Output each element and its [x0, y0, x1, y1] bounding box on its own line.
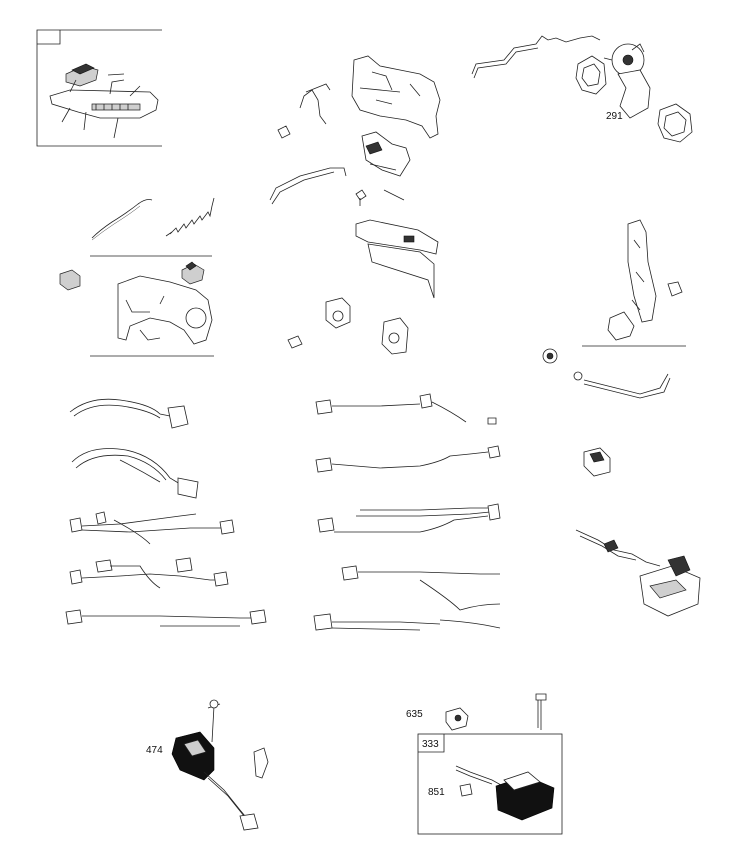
- wire-harness-2: [71, 448, 199, 499]
- mounting-plate: [355, 219, 439, 299]
- wire-harness-1: [69, 398, 189, 429]
- gasket-lower: [657, 103, 693, 143]
- switch-harness-assembly: [575, 529, 701, 617]
- choke-rod: [269, 167, 367, 206]
- throttle-cable-rod: [471, 35, 601, 79]
- small-clip: [59, 269, 81, 291]
- connector-block: [583, 447, 611, 477]
- wire-harness-3: [69, 511, 235, 545]
- clip-and-bracket: [287, 297, 409, 355]
- callout-333: 333: [422, 739, 439, 750]
- callout-635: 635: [406, 709, 423, 720]
- bushing-and-shaft: [542, 348, 671, 399]
- wire-harness-4: [69, 557, 229, 589]
- wire-harness-7: [315, 445, 501, 473]
- callout-851: 851: [428, 787, 445, 798]
- wire-harness-5: [65, 609, 267, 627]
- wire-harness-8: [317, 503, 501, 533]
- switch-assembly-kit: [455, 765, 555, 821]
- gasket-upper: [575, 55, 607, 95]
- callout-291: 291: [606, 111, 623, 122]
- fastener-635: [445, 707, 469, 731]
- throttle-link: [277, 83, 331, 139]
- control-bracket: [117, 261, 213, 345]
- inset-assembly-frame: [36, 29, 162, 147]
- inset-bracket-assembly: [49, 63, 159, 139]
- wire-harness-9: [313, 565, 501, 631]
- ignition-module-474: [171, 699, 269, 831]
- callout-474: 474: [146, 745, 163, 756]
- governor-pulley-lever: [603, 43, 651, 119]
- inset-kit-frame-333: [417, 733, 563, 835]
- control-panel-small: [361, 131, 411, 201]
- governor-link-rod: [91, 199, 153, 241]
- wire-harness-6: [315, 393, 497, 425]
- screw-part: [535, 693, 547, 730]
- control-panel-large: [351, 55, 441, 139]
- governor-spring: [165, 197, 215, 237]
- brake-lever-arm: [607, 219, 683, 341]
